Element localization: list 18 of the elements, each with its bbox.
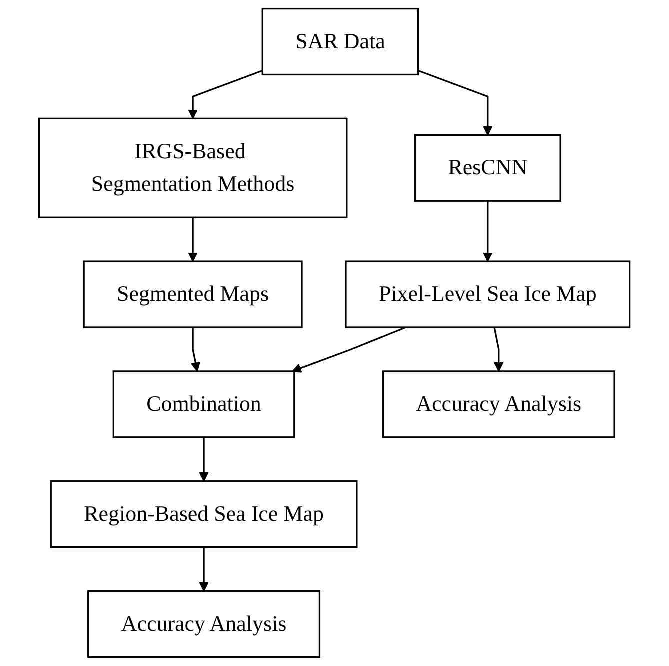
node-box: Accuracy Analysis (88, 590, 321, 658)
node-box: Combination (112, 370, 296, 438)
node-box: Segmented Maps (83, 260, 303, 328)
arrow (199, 547, 209, 592)
arrow (188, 218, 198, 262)
node-box: ResCNN (414, 134, 562, 202)
arrow (188, 70, 263, 120)
arrow (190, 328, 200, 372)
arrow (483, 201, 493, 262)
arrow (292, 326, 406, 373)
node-box: IRGS-Based Segmentation Methods (38, 118, 348, 218)
node-box: SAR Data (262, 8, 420, 76)
arrow (494, 327, 504, 372)
node-box: Accuracy Analysis (382, 370, 616, 438)
node-box: Pixel-Level Sea Ice Map (345, 260, 631, 328)
node-box: Region-Based Sea Ice Map (50, 480, 358, 548)
arrow (418, 70, 493, 136)
arrow (199, 437, 209, 482)
